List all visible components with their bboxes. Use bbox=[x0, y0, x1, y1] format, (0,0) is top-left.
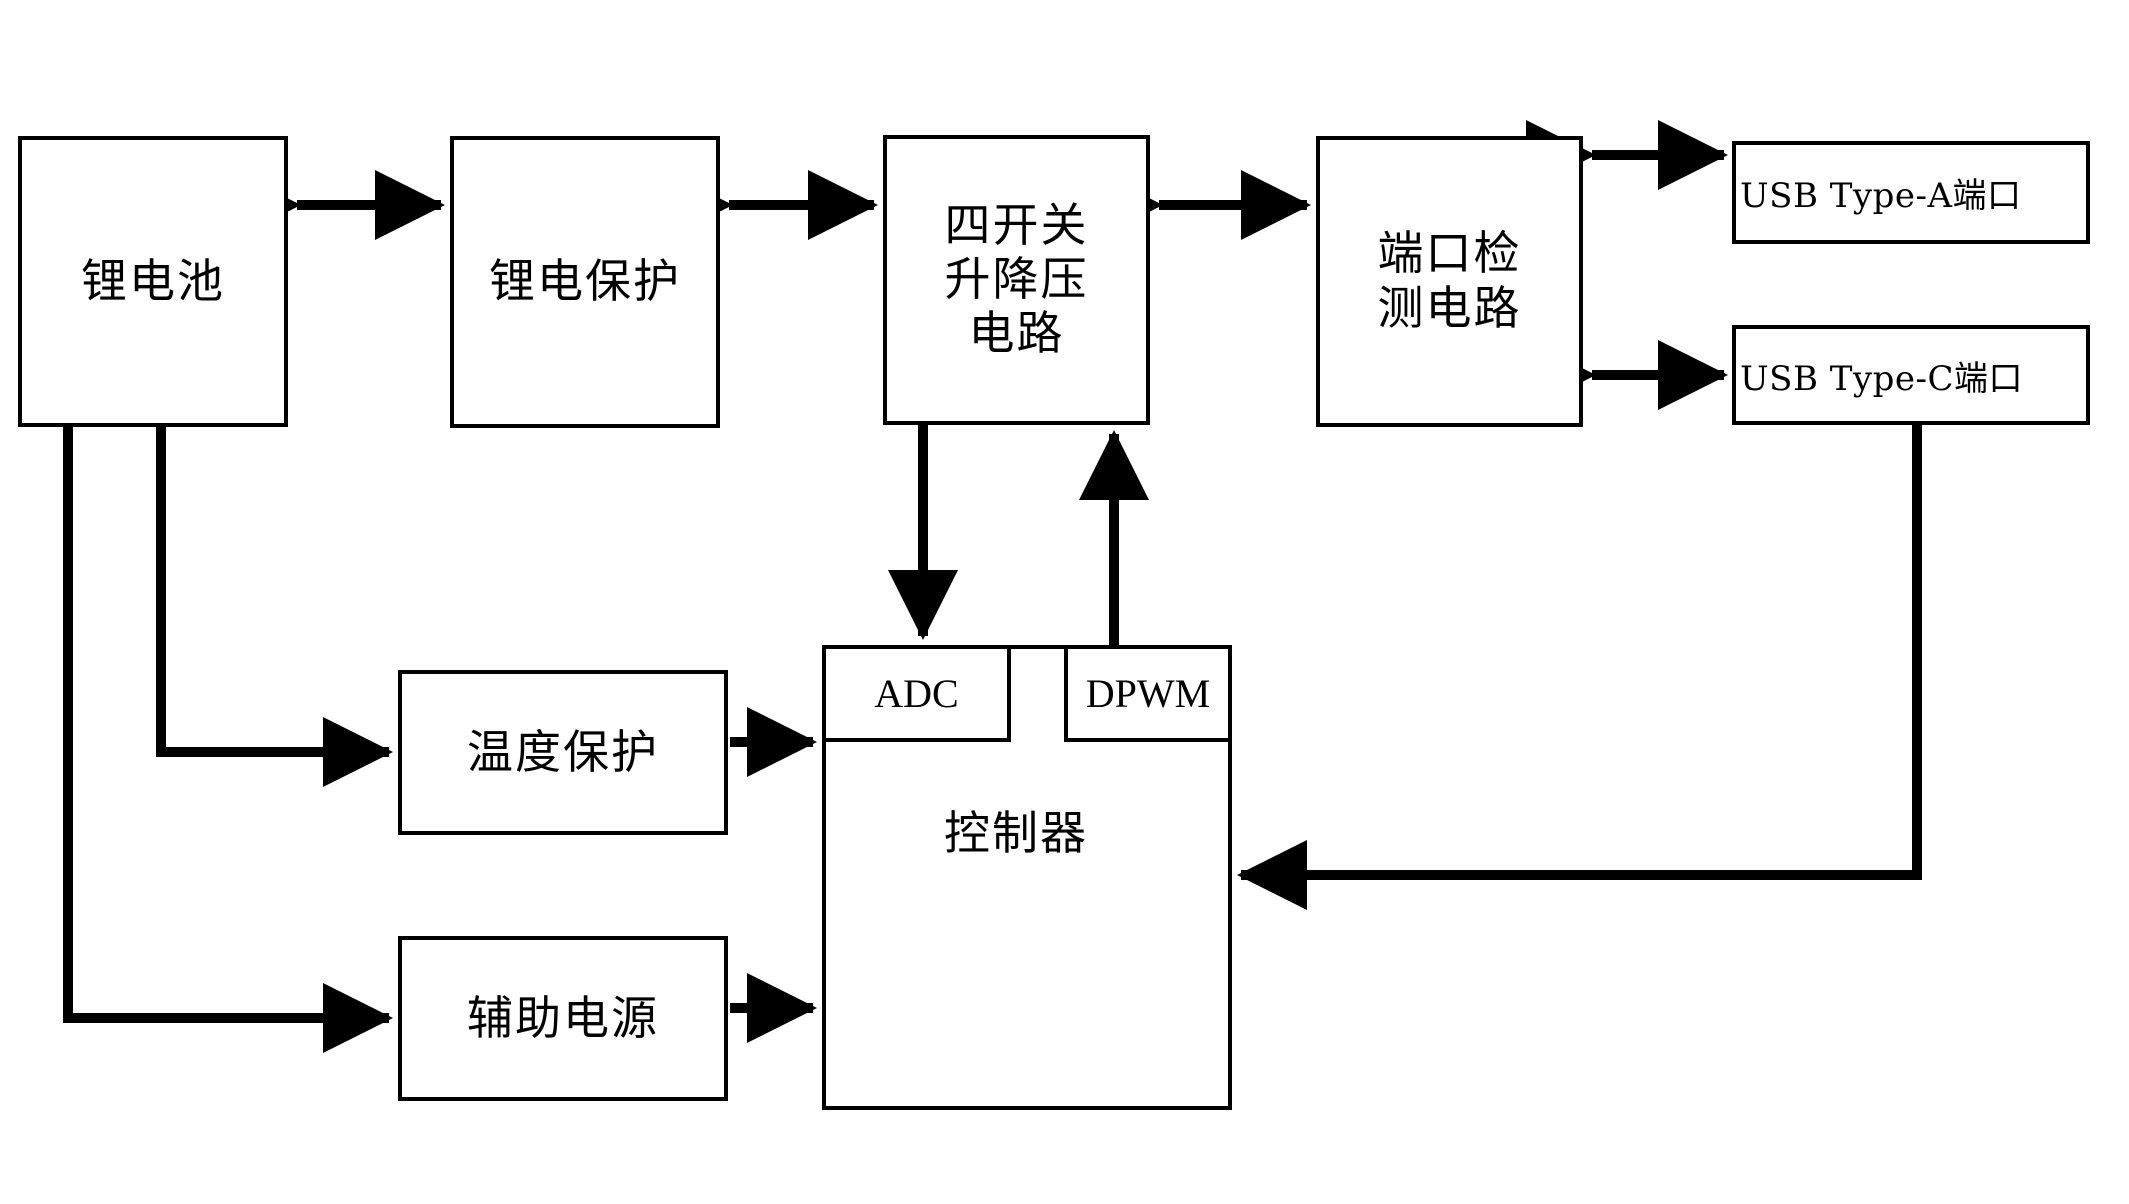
connector-battery-temp-protection bbox=[156, 427, 394, 787]
connector-usb-c-controller-feedback bbox=[1236, 425, 1922, 910]
block-usb-type-c-port[interactable]: USB Type-C端口 bbox=[1732, 325, 2090, 425]
block-lithium-protection-label: 锂电保护 bbox=[489, 256, 681, 308]
block-dpwm-label: DPWM bbox=[1085, 671, 1211, 716]
block-auxiliary-power[interactable]: 辅助电源 bbox=[398, 936, 728, 1101]
block-port-detect-circuit[interactable]: 端口检 测电路 bbox=[1316, 136, 1583, 427]
block-usb-type-a-label: USB Type-A端口 bbox=[1740, 176, 2022, 216]
block-buck-boost-line2: 升降压 bbox=[944, 253, 1089, 305]
block-battery-label: 锂电池 bbox=[81, 255, 225, 307]
block-port-detect-line1: 端口检 bbox=[1377, 228, 1522, 280]
block-adc[interactable]: ADC bbox=[822, 645, 1011, 742]
block-buck-boost-circuit[interactable]: 四开关 升降压 电路 bbox=[883, 135, 1150, 425]
block-lithium-protection[interactable]: 锂电保护 bbox=[450, 136, 720, 428]
block-dpwm[interactable]: DPWM bbox=[1064, 645, 1232, 742]
block-buck-boost-line1: 四开关 bbox=[944, 199, 1089, 251]
connector-battery-aux-power bbox=[63, 427, 394, 1053]
block-usb-type-a-port[interactable]: USB Type-A端口 bbox=[1732, 141, 2090, 244]
block-battery[interactable]: 锂电池 bbox=[18, 136, 288, 427]
block-adc-label: ADC bbox=[874, 671, 959, 716]
block-usb-type-c-label: USB Type-C端口 bbox=[1740, 358, 2024, 399]
block-port-detect-line2: 测电路 bbox=[1377, 282, 1522, 334]
block-temperature-protection[interactable]: 温度保护 bbox=[398, 670, 728, 835]
block-temperature-protection-label: 温度保护 bbox=[467, 726, 659, 778]
block-controller-label: 控制器 bbox=[944, 808, 1088, 859]
block-auxiliary-power-label: 辅助电源 bbox=[467, 992, 659, 1044]
block-buck-boost-line3: 电路 bbox=[968, 308, 1065, 360]
